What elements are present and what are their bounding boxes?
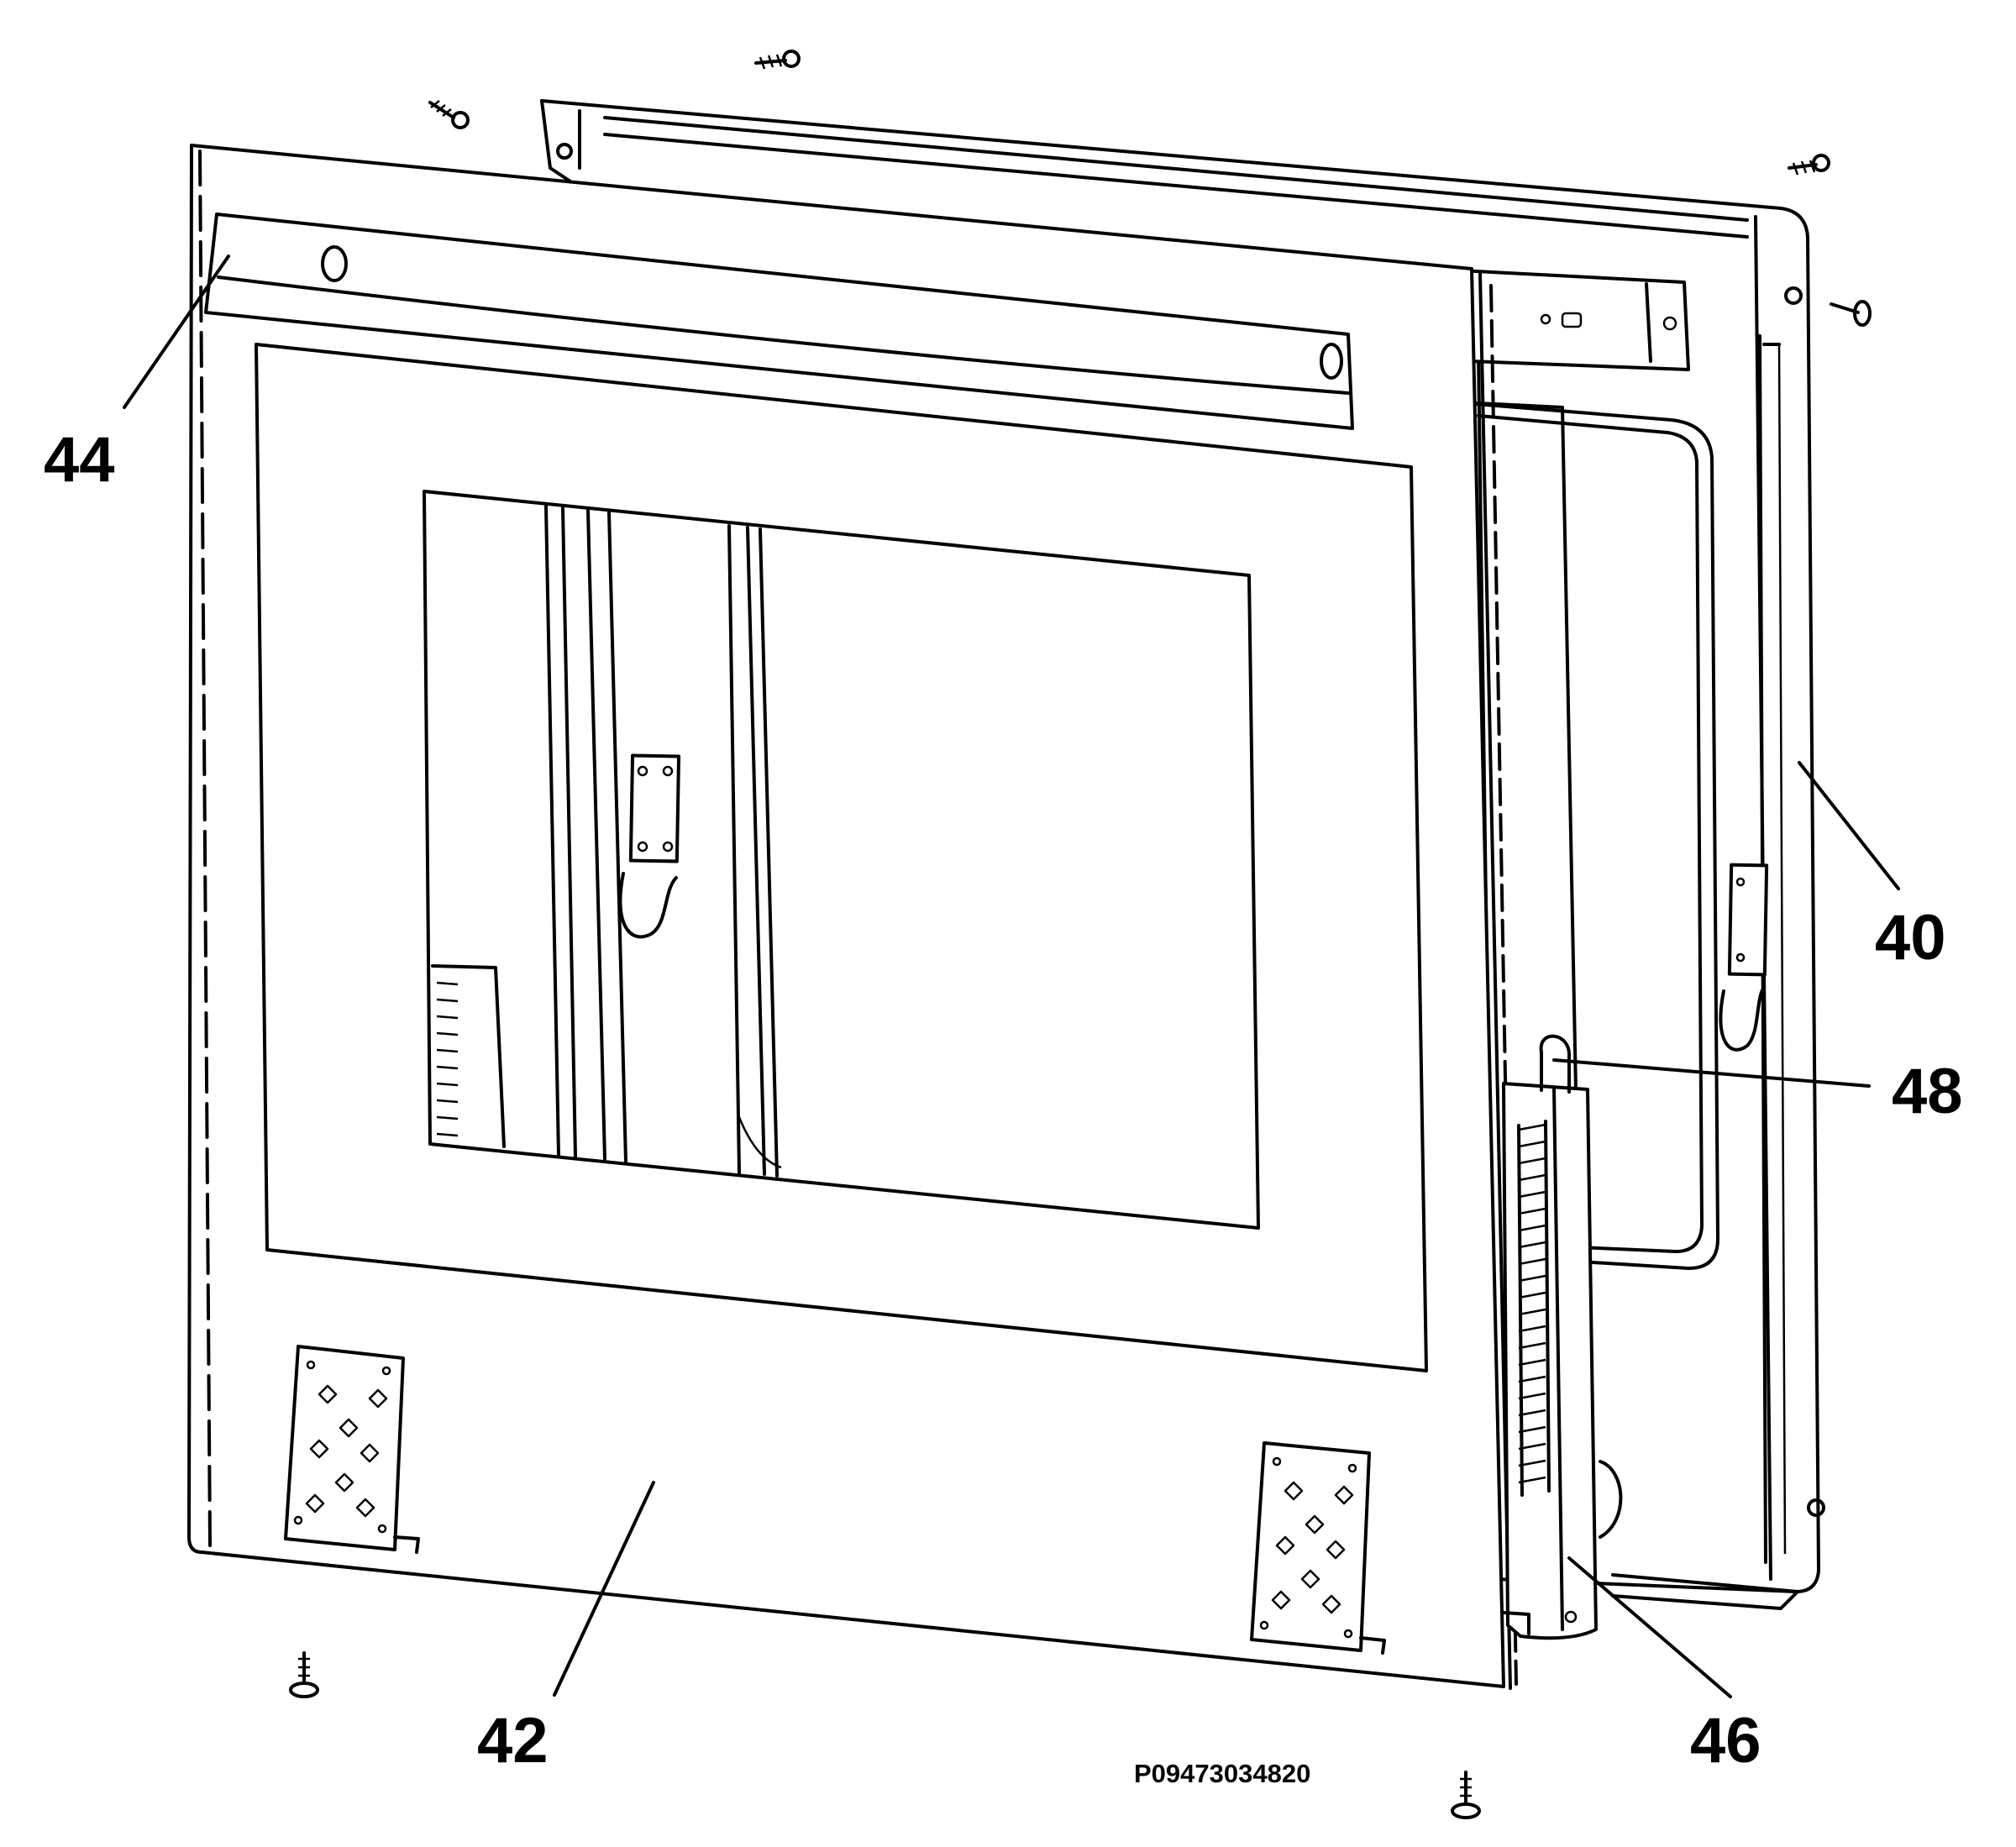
- leader-44: [123, 254, 230, 409]
- spring-coil: [1517, 1120, 1551, 1497]
- left-hinge-plate: [284, 1345, 420, 1554]
- right-hinge-plate: [1250, 1441, 1386, 1655]
- callout-48: 48: [1892, 1056, 1963, 1127]
- inner-glass-pane: [1443, 400, 1719, 1270]
- screw-top-left: [428, 100, 470, 129]
- callout-44: 44: [44, 424, 115, 496]
- screws: [289, 50, 1872, 1819]
- callout-42: 42: [477, 1705, 549, 1776]
- screw-top-center: [754, 50, 801, 70]
- drawing-code: P09473034820: [1134, 1759, 1310, 1788]
- screw-right-side: [1830, 300, 1872, 327]
- leader-40: [1798, 761, 1900, 890]
- leader-lines: [123, 254, 1900, 1698]
- callout-40: 40: [1875, 902, 1946, 973]
- screw-bottom-center: [1451, 1771, 1481, 1819]
- leader-48: [1552, 1058, 1871, 1088]
- leader-42: [553, 1481, 655, 1697]
- hinge-assembly: [1502, 1034, 1623, 1640]
- leader-46: [1567, 1556, 1732, 1698]
- front-door-panel: [187, 144, 1518, 1690]
- screw-top-right: [1788, 154, 1830, 176]
- vent-slots: [436, 981, 459, 1137]
- screw-bottom-left: [289, 1651, 319, 1698]
- callout-46: 46: [1690, 1705, 1761, 1776]
